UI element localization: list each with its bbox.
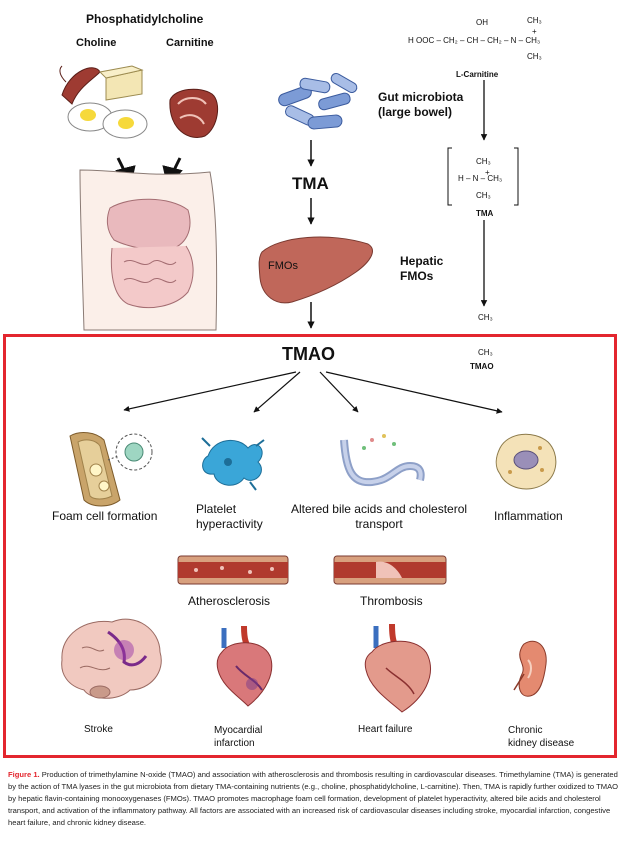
tma-plus: + (485, 168, 490, 177)
label-ckd: Chronic kidney disease (508, 725, 575, 749)
eggs-illustration (67, 102, 148, 139)
sausage-illustration (59, 65, 101, 105)
kidney-illustration (513, 640, 547, 697)
label-hepatic-fmos: Hepatic FMOs (400, 254, 444, 283)
tma-bracket-right (514, 147, 519, 206)
tmao-ch3-bottom: CH₃ (478, 348, 493, 357)
bile-cholesterol-illustration (340, 434, 425, 487)
label-gut-microbiota: Gut microbiota (large bowel) (378, 90, 464, 119)
thrombosis-vessel (333, 555, 447, 585)
liver-illustration (258, 236, 373, 304)
label-tma-main: TMA (292, 174, 329, 193)
label-tmao-main: TMAO (282, 344, 335, 364)
label-stroke: Stroke (84, 724, 113, 735)
cheese-illustration (98, 65, 144, 101)
platelet-illustration (201, 437, 265, 491)
bacteria-illustration (278, 73, 358, 130)
carnitine-formula: H OOC – CH₂ – CH – CH₂ – N – CH₃ (408, 36, 541, 45)
tmao-effects-frame (3, 334, 617, 758)
arrow-tmao-inflammation (325, 371, 503, 414)
label-atherosclerosis: Atherosclerosis (188, 594, 271, 608)
label-bile: Altered bile acids and cholesterol trans… (290, 502, 468, 531)
figure-caption: Figure 1. Production of trimethylamine N… (8, 769, 620, 829)
carnitine-ch3-bottom: CH₃ (527, 52, 542, 61)
caption-text: Production of trimethylamine N-oxide (TM… (8, 770, 619, 827)
label-carnitine: Carnitine (166, 37, 214, 49)
label-fmos-liver: FMOs (268, 260, 298, 272)
torso-illustration (79, 169, 218, 331)
label-heart-failure: Heart failure (358, 724, 413, 735)
arrow-tmao-platelet (253, 371, 301, 413)
tma-formula: H – N – CH₃ (458, 174, 503, 183)
label-thrombosis: Thrombosis (360, 594, 423, 608)
label-myocardial: Myocardial infarction (214, 725, 263, 749)
tma-ch3-top: CH₃ (476, 157, 491, 166)
brain-illustration (61, 618, 162, 699)
tmao-name: TMAO (470, 362, 494, 371)
label-foam-cell: Foam cell formation (52, 509, 158, 523)
figure-label: Figure 1. (8, 770, 40, 779)
atherosclerosis-vessel (177, 555, 289, 585)
carnitine-ch3-top: CH₃ (527, 16, 542, 25)
steak-illustration (169, 88, 219, 138)
tma-bracket-left (447, 147, 452, 206)
carnitine-oh: OH (476, 18, 488, 27)
heart-illustration-mi (216, 625, 273, 707)
tma-ch3-bottom: CH₃ (476, 191, 491, 200)
foam-cell-illustration (69, 432, 153, 507)
inflammation-cell-illustration (495, 433, 557, 490)
carnitine-name: L-Carnitine (456, 70, 499, 79)
carnitine-plus: + (532, 27, 537, 36)
label-inflammation: Inflammation (494, 509, 563, 523)
label-phosphatidylcholine: Phosphatidylcholine (86, 12, 204, 26)
tma-name: TMA (476, 209, 494, 218)
label-platelet: Platelet hyperactivity (196, 502, 263, 531)
heart-illustration-failure (364, 623, 431, 713)
tmao-ch3-top: CH₃ (478, 313, 493, 322)
arrow-tmao-bile (319, 371, 359, 413)
label-choline: Choline (76, 37, 117, 49)
arrow-tmao-foam (123, 371, 297, 412)
